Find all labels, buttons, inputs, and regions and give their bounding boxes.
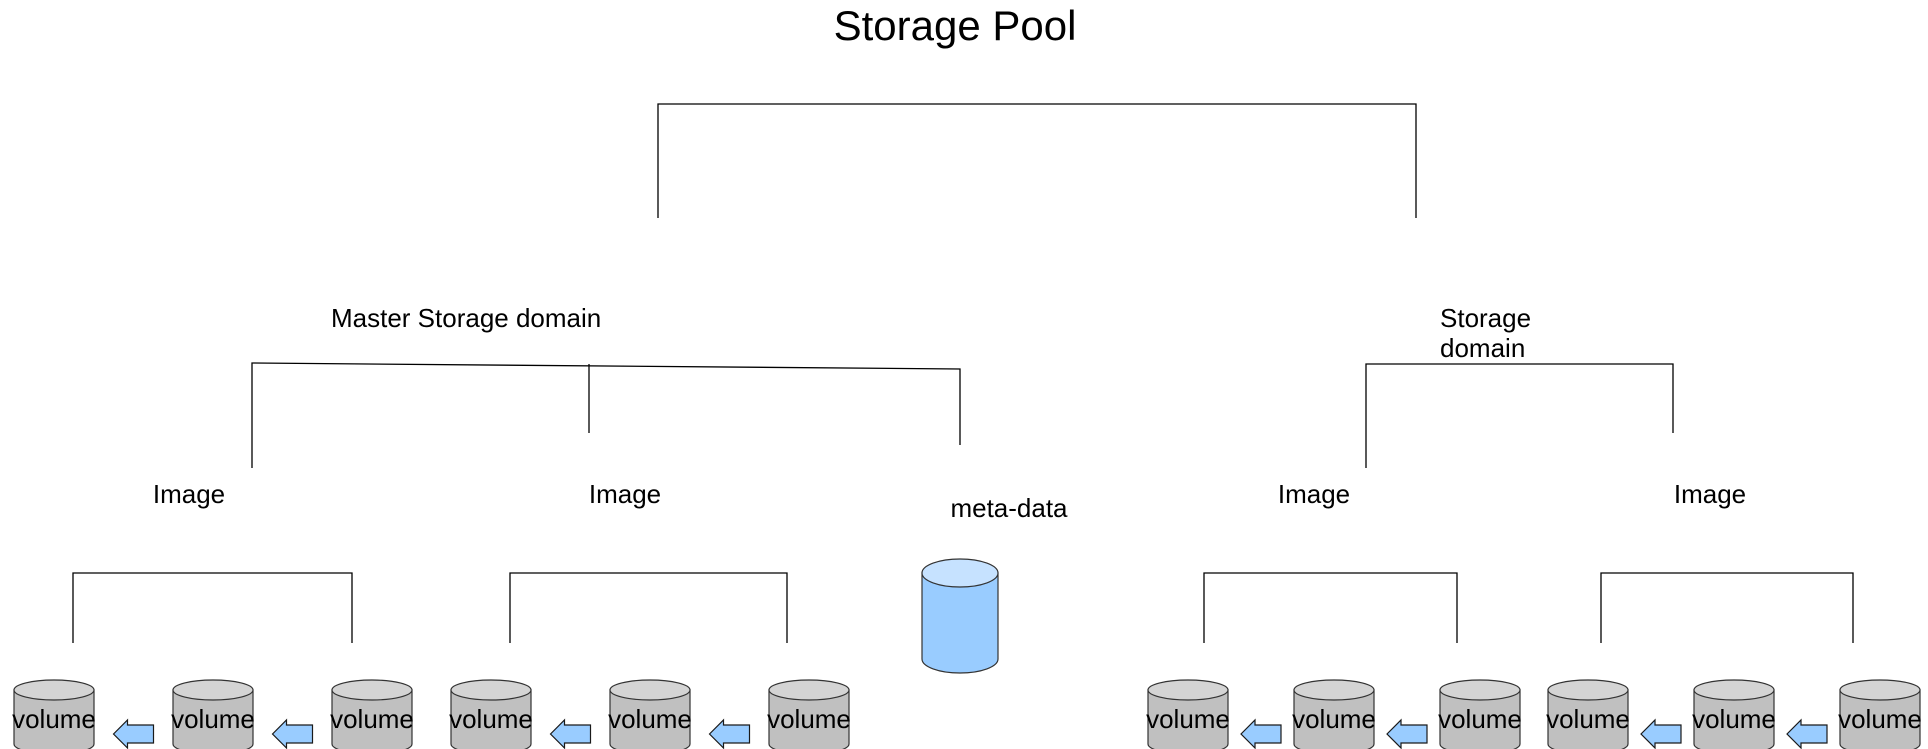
arrow-left-icon bbox=[1786, 718, 1828, 749]
volume-cylinder: volume bbox=[1438, 679, 1522, 749]
volume-cylinder: volume bbox=[12, 679, 96, 749]
diagram-title: Storage Pool bbox=[834, 2, 1077, 49]
volume-cylinder: volume bbox=[1546, 679, 1630, 749]
volume-cylinder: volume bbox=[608, 679, 692, 749]
volume-label: volume bbox=[330, 704, 414, 734]
master-domain-label: Master Storage domain bbox=[331, 303, 601, 333]
volume-label: volume bbox=[171, 704, 255, 734]
volume-label: volume bbox=[1838, 704, 1922, 734]
volumes-group: volume volume volume volume volume volume volu… bbox=[12, 679, 1922, 749]
volume-label: volume bbox=[1692, 704, 1776, 734]
arrow-left-icon bbox=[1240, 718, 1282, 749]
metadata-label: meta-data bbox=[950, 493, 1068, 523]
storage-domain-label-line2: domain bbox=[1440, 333, 1525, 363]
arrow-left-icon bbox=[112, 718, 155, 749]
arrow-left-icon bbox=[549, 718, 592, 749]
pool-connector bbox=[657, 103, 1417, 218]
volume-label: volume bbox=[1292, 704, 1376, 734]
image-4-connector bbox=[1600, 572, 1854, 643]
image-1-connector bbox=[72, 572, 353, 643]
volume-cylinder: volume bbox=[330, 679, 414, 749]
volume-label: volume bbox=[1546, 704, 1630, 734]
volume-label: volume bbox=[12, 704, 96, 734]
volume-cylinder: volume bbox=[449, 679, 533, 749]
volume-cylinder: volume bbox=[1692, 679, 1776, 749]
arrow-left-icon bbox=[1386, 718, 1428, 749]
arrows-group bbox=[112, 718, 1828, 749]
volume-label: volume bbox=[1438, 704, 1522, 734]
image-2-connector bbox=[509, 572, 788, 643]
image-label-4: Image bbox=[1674, 479, 1746, 509]
arrow-left-icon bbox=[1640, 718, 1682, 749]
volume-label: volume bbox=[608, 704, 692, 734]
image-label-1: Image bbox=[153, 479, 225, 509]
volume-label: volume bbox=[767, 704, 851, 734]
master-domain-connector bbox=[251, 362, 961, 468]
storage-domain-connector bbox=[1365, 363, 1674, 468]
image-label-3: Image bbox=[1278, 479, 1350, 509]
metadata-cylinder bbox=[921, 558, 999, 674]
image-label-2: Image bbox=[589, 479, 661, 509]
volume-cylinder: volume bbox=[1838, 679, 1922, 749]
storage-domain-label-line1: Storage bbox=[1440, 303, 1531, 333]
volume-cylinder: volume bbox=[171, 679, 255, 749]
arrow-left-icon bbox=[271, 718, 314, 749]
volume-label: volume bbox=[1146, 704, 1230, 734]
volume-cylinder: volume bbox=[1146, 679, 1230, 749]
volume-cylinder: volume bbox=[767, 679, 851, 749]
volume-label: volume bbox=[449, 704, 533, 734]
arrow-left-icon bbox=[708, 718, 751, 749]
image-3-connector bbox=[1203, 572, 1458, 643]
volume-cylinder: volume bbox=[1292, 679, 1376, 749]
